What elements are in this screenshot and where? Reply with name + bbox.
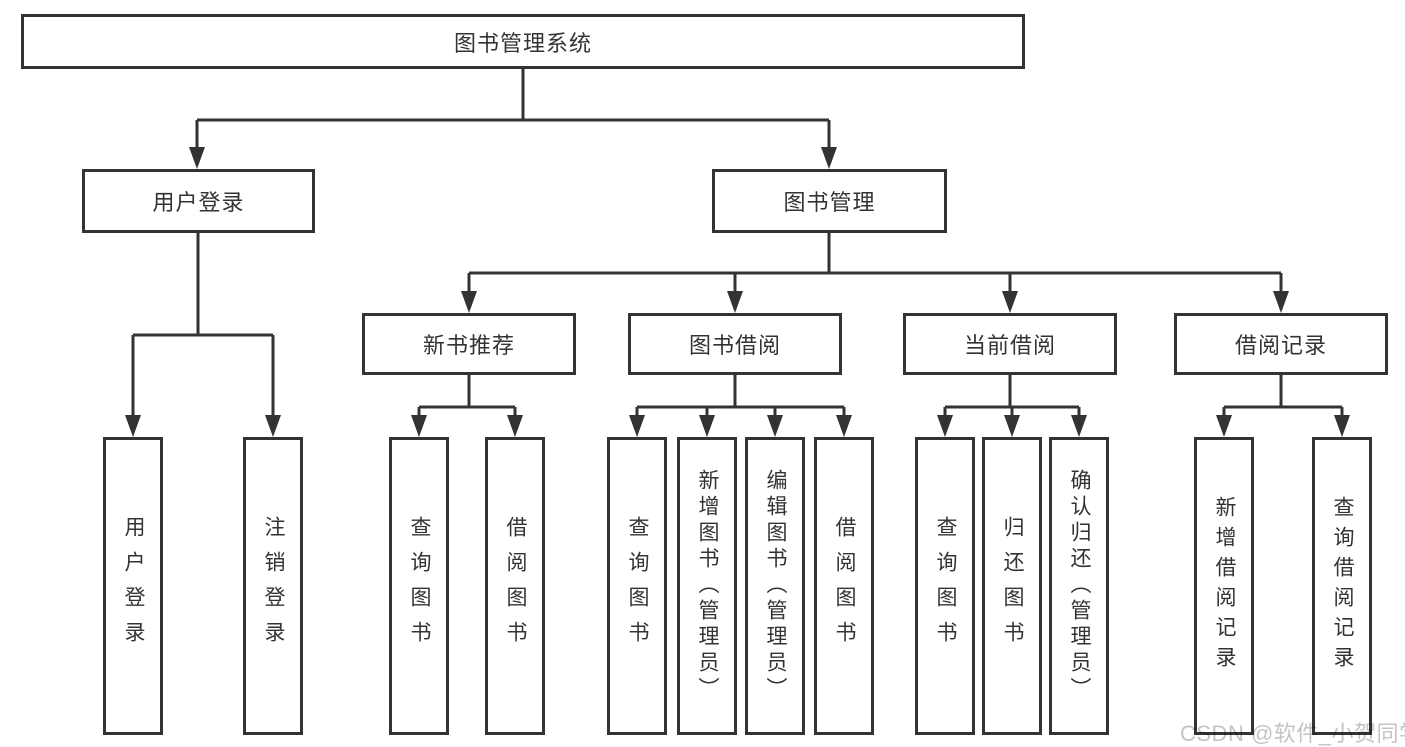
- node-label: 当前借阅: [963, 333, 1056, 358]
- node-label: 新书推荐: [422, 333, 515, 358]
- csdn-watermark: CSDN @软件_小贺同学: [1180, 721, 1405, 746]
- node-label: 图书管理: [783, 190, 876, 215]
- leaf-return-books: 归还图书: [982, 437, 1042, 735]
- leaf-add-borrow-record: 新增借阅记录: [1194, 437, 1254, 735]
- node-label: 编辑图书（管理员）: [764, 469, 787, 703]
- node-root-system: 图书管理系统: [21, 14, 1025, 69]
- leaf-query-books-current: 查询图书: [915, 437, 975, 735]
- node-label: 查询图书: [934, 516, 957, 656]
- node-label: 借阅图书: [504, 516, 527, 656]
- leaf-logout: 注销登录: [243, 437, 303, 735]
- node-label: 新增图书（管理员）: [696, 469, 719, 703]
- node-user-login: 用户登录: [82, 169, 315, 233]
- node-label: 用户登录: [152, 190, 245, 215]
- node-book-management: 图书管理: [712, 169, 947, 233]
- node-label: 注销登录: [262, 516, 285, 656]
- node-label: 查询图书: [626, 516, 649, 656]
- leaf-borrow-books-recommend: 借阅图书: [485, 437, 545, 735]
- leaf-confirm-return-admin: 确认归还（管理员）: [1049, 437, 1109, 735]
- leaf-query-books-borrowing: 查询图书: [607, 437, 667, 735]
- leaf-user-login: 用户登录: [103, 437, 163, 735]
- leaf-borrow-books-borrowing: 借阅图书: [814, 437, 874, 735]
- leaf-add-books-admin: 新增图书（管理员）: [677, 437, 737, 735]
- node-new-book-recommendation: 新书推荐: [362, 313, 576, 375]
- leaf-query-books-recommend: 查询图书: [389, 437, 449, 735]
- arrowhead-icons: [125, 147, 1350, 437]
- node-label: 图书借阅: [688, 333, 781, 358]
- node-label: 查询借阅记录: [1331, 496, 1354, 676]
- node-label: 查询图书: [408, 516, 431, 656]
- node-label: 确认归还（管理员）: [1068, 469, 1091, 703]
- node-label: 归还图书: [1001, 516, 1024, 656]
- leaf-edit-books-admin: 编辑图书（管理员）: [745, 437, 805, 735]
- node-label: 图书管理系统: [453, 30, 592, 56]
- node-label: 新增借阅记录: [1213, 496, 1236, 676]
- node-label: 借阅图书: [833, 516, 856, 656]
- node-label: 用户登录: [122, 516, 145, 656]
- node-book-borrowing: 图书借阅: [628, 313, 842, 375]
- node-borrowing-records: 借阅记录: [1174, 313, 1388, 375]
- leaf-query-borrow-record: 查询借阅记录: [1312, 437, 1372, 735]
- node-label: 借阅记录: [1234, 333, 1327, 358]
- node-current-borrowing: 当前借阅: [903, 313, 1117, 375]
